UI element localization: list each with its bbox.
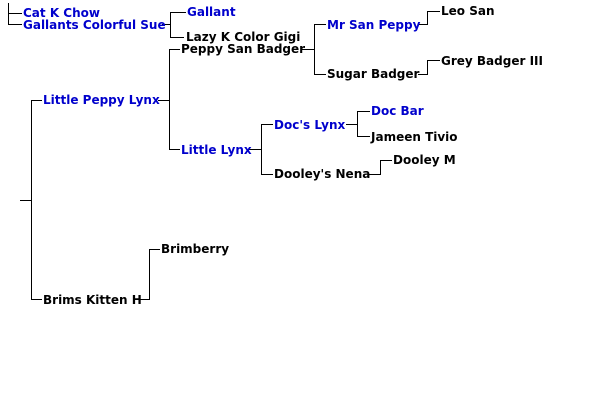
horse-jameen-tivio: Jameen Tivio: [371, 130, 458, 144]
horse-lazy-k-color-gigi: Lazy K Color Gigi: [186, 30, 301, 44]
horse-mr-san-peppy-link[interactable]: Mr San Peppy: [327, 18, 421, 32]
horse-gallant-link[interactable]: Gallant: [187, 5, 236, 19]
horse-sugar-badger: Sugar Badger: [327, 67, 420, 81]
horse-dooley-m: Dooley M: [393, 153, 456, 167]
horse-leo-san: Leo San: [441, 4, 495, 18]
horse-dooleys-nena: Dooley's Nena: [274, 167, 371, 181]
horse-doc-bar-link[interactable]: Doc Bar: [371, 104, 424, 118]
horse-brimberry: Brimberry: [161, 242, 230, 256]
horse-gallants-colorful-sue-link[interactable]: Gallants Colorful Sue: [23, 18, 166, 32]
horse-docs-lynx-link[interactable]: Doc's Lynx: [274, 118, 346, 132]
horse-grey-badger-iii: Grey Badger III: [441, 54, 543, 68]
horse-peppy-san-badger: Peppy San Badger: [181, 42, 306, 56]
horse-little-lynx-link[interactable]: Little Lynx: [181, 143, 252, 157]
horse-brims-kitten-h: Brims Kitten H: [43, 293, 142, 307]
horse-little-peppy-lynx-link[interactable]: Little Peppy Lynx: [43, 93, 160, 107]
horse-cat-k-chow-link[interactable]: Cat K Chow: [23, 6, 100, 20]
